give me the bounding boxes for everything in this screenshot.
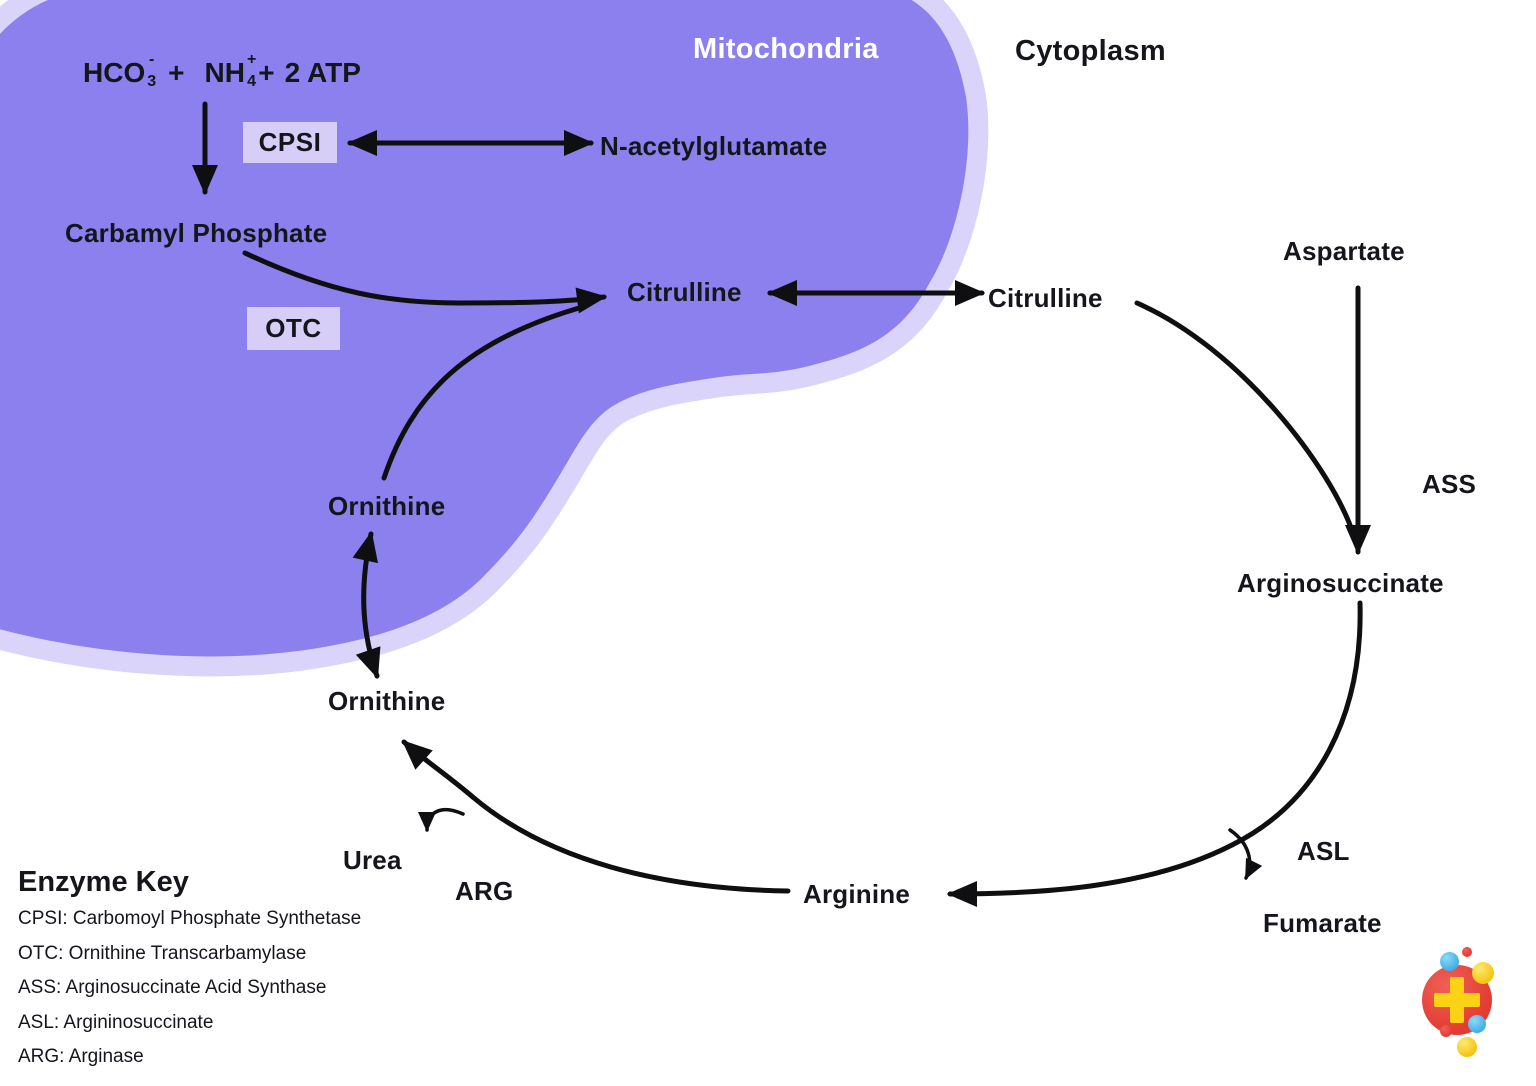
arrow-urea-branch — [418, 808, 465, 832]
arrow-arginine-to-ornithine — [401, 739, 791, 894]
urea-label: Urea — [343, 845, 402, 875]
arrow-ornithine-to-citrulline — [381, 303, 589, 481]
enzyme-key-entry-cpsi: CPSI: Carbomoyl Phosphate Synthetase — [18, 908, 362, 929]
ornithine-mito-label: Ornithine — [328, 491, 446, 521]
n-acetylglutamate-label: N-acetylglutamate — [600, 131, 828, 161]
enzyme-key-title: Enzyme Key — [18, 866, 189, 898]
cpsi-enzyme-box: CPSI — [243, 122, 337, 163]
arginine-label: Arginine — [803, 879, 911, 909]
logo-blue-dot-bottom-right — [1468, 1015, 1486, 1033]
arrow-asl-fumarate-branch — [1228, 828, 1263, 880]
otc-enzyme-box: OTC — [247, 307, 340, 350]
arrow-carbamyl-to-citrulline — [242, 250, 607, 314]
ornithine-cyto-label: Ornithine — [328, 686, 446, 716]
ass-enzyme-label: ASS — [1422, 469, 1477, 499]
formula-hco: HCO — [83, 57, 146, 88]
logo-red-dot-bottom-left — [1440, 1025, 1452, 1037]
logo-yellow-dot-top-right — [1472, 962, 1494, 984]
formula-plus2: + — [258, 57, 275, 88]
enzyme-key-entry-asl: ASL: Argininosuccinate — [18, 1011, 214, 1033]
formula-nh: NH — [204, 57, 245, 88]
arrow-ornithine-transport — [352, 531, 381, 679]
citrulline-mito-label: Citrulline — [627, 277, 742, 307]
arg-enzyme-label: ARG — [455, 876, 514, 906]
fumarate-label: Fumarate — [1263, 908, 1382, 938]
carbamyl-phosphate-label: Carbamyl Phosphate — [65, 218, 328, 248]
aspartate-label: Aspartate — [1283, 236, 1405, 266]
substrate-formula: HCO - 3 + NH + 4 + 2 ATP — [83, 52, 361, 90]
cytoplasm-label: Cytoplasm — [1015, 35, 1166, 67]
citrulline-cyto-label: Citrulline — [988, 283, 1103, 313]
formula-hco-sub: 3 — [147, 73, 157, 90]
brand-logo — [1398, 928, 1536, 1078]
mitochondria-blob — [0, 0, 989, 677]
formula-nh-sup: + — [246, 51, 257, 68]
asl-enzyme-label: ASL — [1297, 836, 1350, 866]
enzyme-key-entry-ass: ASS: Arginosuccinate Acid Synthase — [18, 977, 327, 998]
formula-plus1: + — [168, 57, 185, 88]
arginosuccinate-label: Arginosuccinate — [1237, 568, 1444, 598]
logo-blue-dot-top-left — [1440, 952, 1459, 971]
logo-red-dot-top — [1462, 947, 1472, 957]
enzyme-key: Enzyme Key CPSI: Carbomoyl Phosphate Syn… — [18, 866, 361, 1081]
arrow-arginosuccinate-to-arginine — [947, 600, 1363, 907]
formula-atp: 2 ATP — [284, 57, 361, 88]
mitochondria-label: Mitochondria — [693, 33, 879, 65]
arrow-citrulline-to-arginosuccinate — [1134, 300, 1357, 539]
plus-icon-vertical — [1450, 977, 1464, 1023]
formula-hco-sup: - — [149, 51, 155, 68]
formula-hco-scripts: - 3 — [147, 52, 157, 90]
logo-yellow-dot-bottom — [1457, 1037, 1477, 1057]
enzyme-key-entry-arg: ARG: Arginase — [18, 1046, 144, 1067]
formula-nh-sub: 4 — [247, 73, 257, 90]
formula-nh-scripts: + 4 — [247, 52, 257, 90]
enzyme-key-entry-otc: OTC: Ornithine Transcarbamylase — [18, 942, 307, 964]
